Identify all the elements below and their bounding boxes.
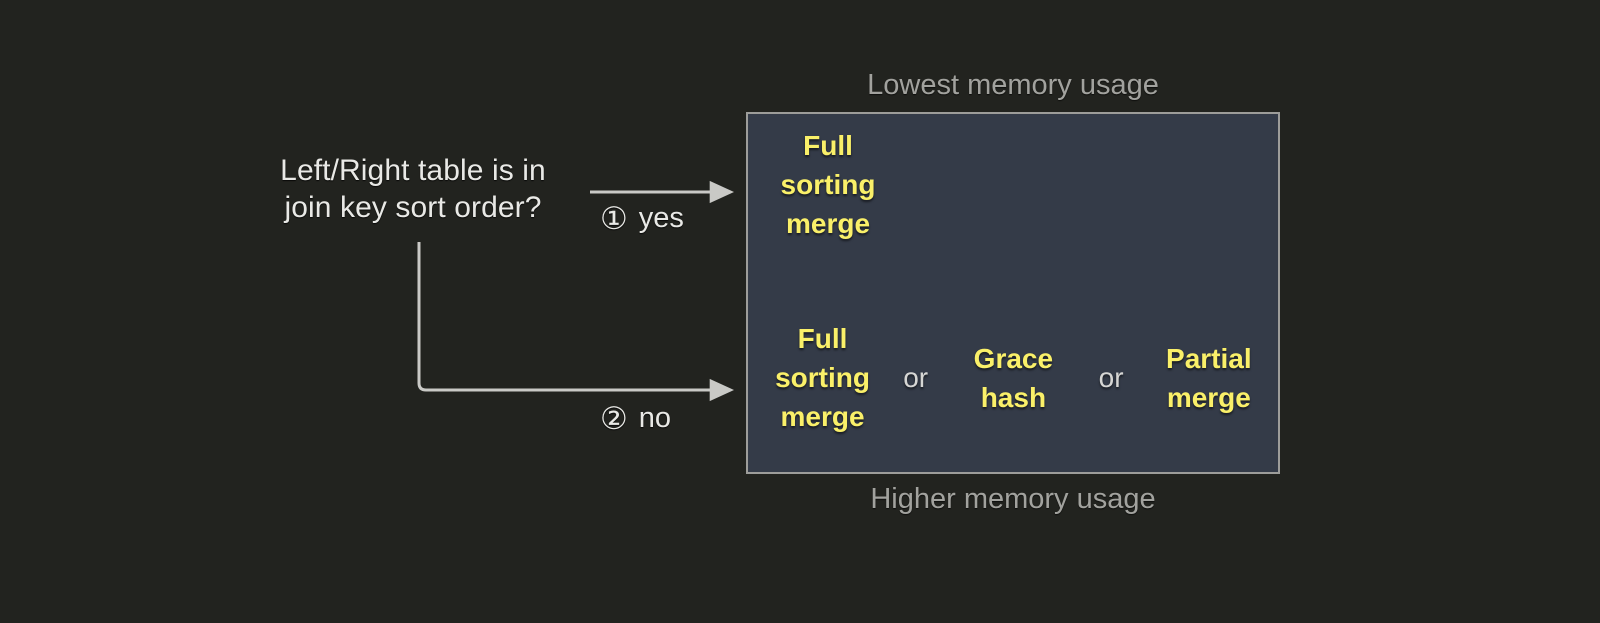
- option-separator-2: or: [1098, 361, 1124, 393]
- branch-text-no: no: [638, 402, 672, 434]
- option-full-sorting-merge-unsorted: Full sorting merge: [775, 323, 870, 432]
- option-full-sorting-merge-sorted: Full sorting merge: [780, 130, 876, 239]
- branch-marker-1: ①: [600, 201, 628, 236]
- decision-question: Left/Right table is in join key sort ord…: [280, 154, 546, 224]
- options-box: Full sorting merge Full sorting merge or…: [746, 112, 1280, 474]
- option-partial-merge: Partial merge: [1166, 342, 1252, 413]
- arrow-no: [417, 242, 735, 402]
- option-separator-1: or: [903, 361, 929, 393]
- option-row-unsorted: Full sorting merge or Grace hash or Part…: [748, 293, 1278, 472]
- caption-higher-memory: Higher memory usage: [870, 483, 1156, 515]
- branch-label-no: ② no: [600, 403, 671, 434]
- branch-label-yes: ① yes: [600, 203, 684, 234]
- option-row-sorted: Full sorting merge: [748, 114, 1278, 293]
- caption-lowest-memory: Lowest memory usage: [867, 69, 1159, 101]
- branch-text-yes: yes: [638, 202, 684, 234]
- option-grace-hash: Grace hash: [973, 342, 1054, 413]
- branch-marker-2: ②: [600, 401, 628, 436]
